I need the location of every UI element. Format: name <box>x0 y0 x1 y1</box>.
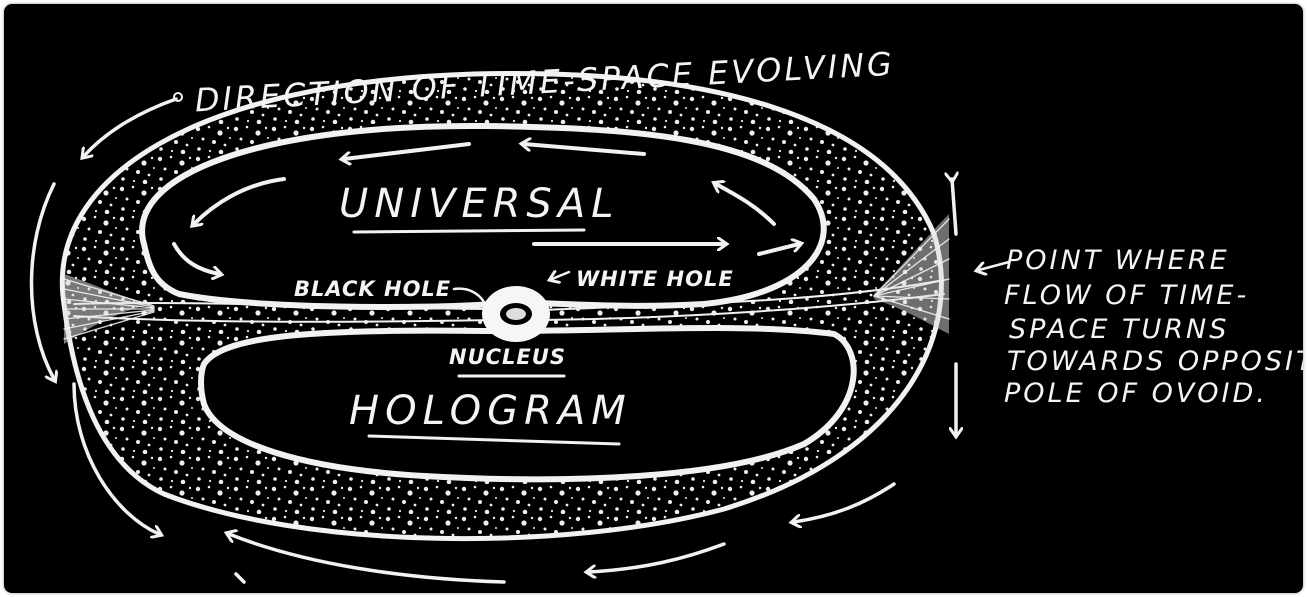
universal-label: UNIVERSAL <box>339 181 619 227</box>
pole-note-line-2: FLOW OF TIME- <box>1004 280 1249 311</box>
time-space-ovoid-diagram: DIRECTION OF TIME-SPACE EVOLVING UNIVERS… <box>4 4 1303 593</box>
pole-note: POINT WHERE FLOW OF TIME- SPACE TURNS TO… <box>1004 245 1303 409</box>
pole-note-line-1: POINT WHERE <box>1006 245 1230 276</box>
pole-note-line-3: SPACE TURNS <box>1009 314 1229 345</box>
nucleus-label: NUCLEUS <box>449 345 566 369</box>
hologram-label: HOLOGRAM <box>349 388 632 434</box>
pole-note-line-5: POLE OF OVOID. <box>1004 378 1268 409</box>
white-hole-label: WHITE HOLE <box>576 267 734 291</box>
diagram-frame: DIRECTION OF TIME-SPACE EVOLVING UNIVERS… <box>4 4 1303 593</box>
pole-note-line-4: TOWARDS OPPOSITE <box>1007 346 1303 377</box>
black-hole-label: BLACK HOLE <box>294 277 451 301</box>
nucleus <box>482 286 550 342</box>
